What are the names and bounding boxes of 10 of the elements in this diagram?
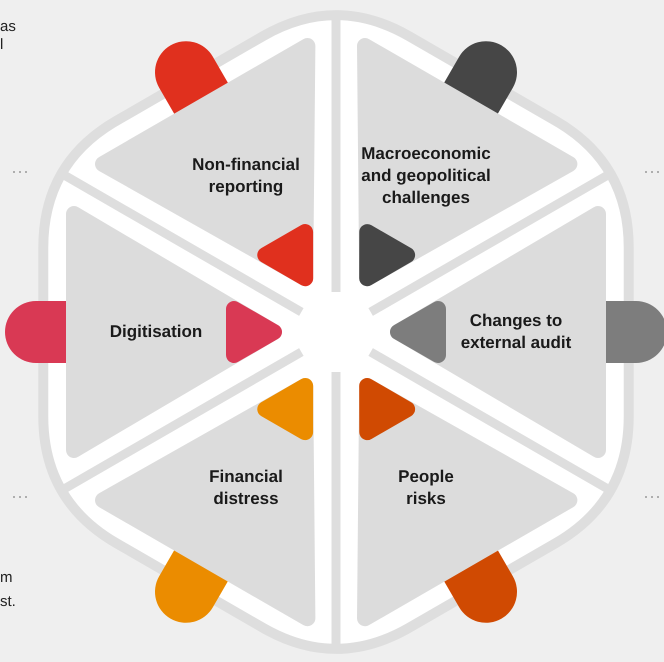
text-fragment: m — [0, 569, 12, 587]
segment-label: Changes to external audit — [460, 310, 572, 354]
segment-label: Macroeconomic and geopolitical challenges — [360, 143, 492, 210]
segment-label: Financial distress — [208, 466, 284, 510]
text-fragment: st. — [0, 593, 16, 611]
text-fragment: l — [0, 36, 4, 54]
segment-label: People risks — [397, 466, 455, 510]
segment-label: Digitisation — [108, 321, 204, 343]
text-fragment: as — [0, 18, 16, 36]
segment-label: Non-financial reporting — [191, 154, 301, 198]
